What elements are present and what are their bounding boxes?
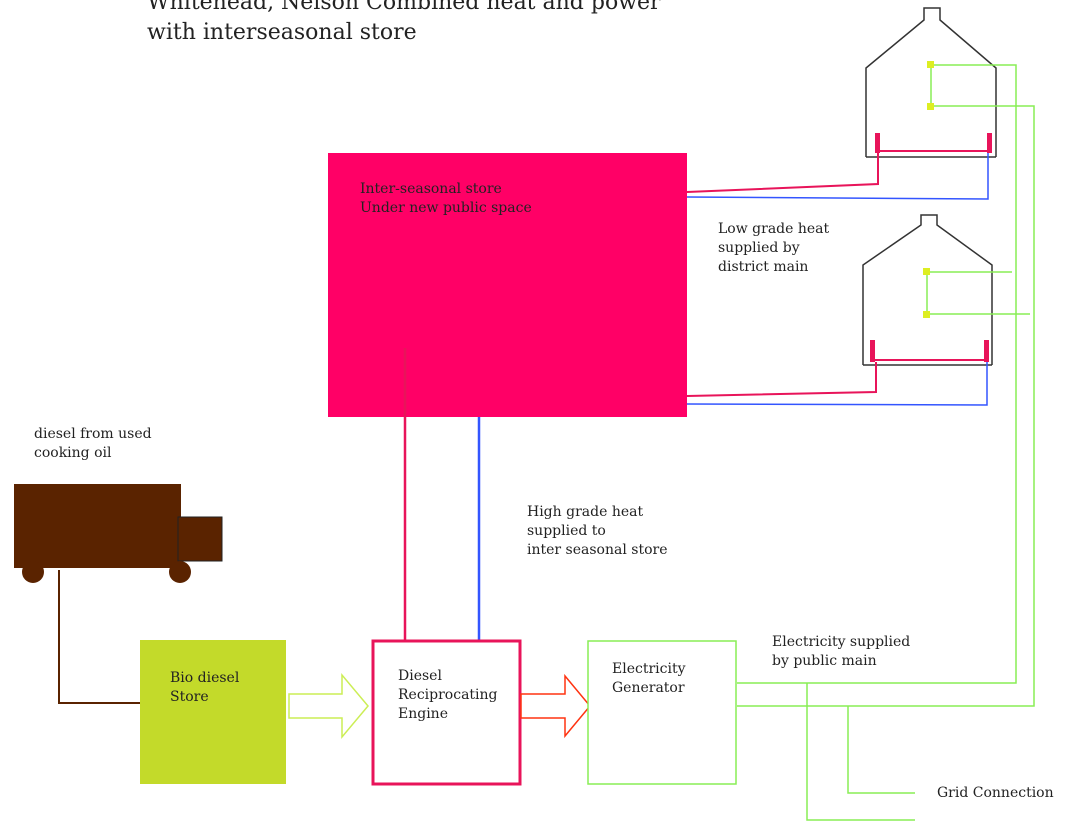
- district-return-pipe: [686, 153, 989, 406]
- generator-line-1: Electricity: [612, 661, 686, 677]
- switch-markers: [923, 61, 934, 318]
- engine-line-2: Reciprocating: [398, 687, 498, 703]
- interseasonal-store: [328, 153, 687, 417]
- electricity-generator: [587, 640, 737, 785]
- electricity-supply-label: Electricity supplied by public main: [772, 633, 910, 671]
- bio-store-line-2: Store: [170, 689, 209, 705]
- engine-line-3: Engine: [398, 706, 448, 722]
- low-grade-line-1: Low grade heat: [718, 221, 830, 237]
- store-label: Inter-seasonal store Under new public sp…: [360, 180, 532, 218]
- bio-store-line-1: Bio diesel: [170, 670, 240, 686]
- high-grade-line-2: supplied to: [527, 523, 606, 539]
- fuel-pipe: [58, 570, 140, 704]
- arrow-bio-to-engine: [288, 672, 369, 740]
- high-grade-line-1: High grade heat: [527, 504, 644, 520]
- house-upper: [865, 7, 997, 158]
- bio-diesel-store: [140, 640, 286, 784]
- title-line-2: with interseasonal store: [147, 20, 417, 45]
- engine-line-1: Diesel: [398, 668, 442, 684]
- title-line-1: Whitehead, Nelson Combined heat and powe…: [147, 0, 661, 15]
- low-grade-heat-label: Low grade heat supplied by district main: [718, 220, 829, 277]
- diesel-source-label: diesel from used cooking oil: [34, 425, 152, 463]
- elec-supply-line-2: by public main: [772, 653, 877, 669]
- diagram-title: Whitehead, Nelson Combined heat and powe…: [147, 0, 661, 48]
- high-grade-heat-label: High grade heat supplied to inter season…: [527, 503, 668, 560]
- diesel-source-line-2: cooking oil: [34, 445, 112, 461]
- high-grade-line-3: inter seasonal store: [527, 542, 668, 558]
- elec-supply-line-1: Electricity supplied: [772, 634, 911, 650]
- bio-diesel-store-label: Bio diesel Store: [170, 669, 239, 707]
- engine-label: Diesel Reciprocating Engine: [398, 667, 498, 724]
- house-lower: [862, 214, 993, 366]
- arrow-engine-to-generator: [520, 673, 591, 739]
- store-label-line-2: Under new public space: [360, 200, 532, 216]
- radiator-upper: [875, 133, 992, 153]
- diesel-source-line-1: diesel from used: [34, 426, 152, 442]
- diesel-engine: [371, 639, 522, 786]
- store-label-line-1: Inter-seasonal store: [360, 181, 502, 197]
- low-grade-line-3: district main: [718, 259, 809, 275]
- electricity-wiring: [737, 64, 1035, 821]
- generator-line-2: Generator: [612, 680, 685, 696]
- grid-connection-label: Grid Connection: [937, 785, 1054, 801]
- low-grade-line-2: supplied by: [718, 240, 800, 256]
- fuel-truck: [14, 484, 223, 583]
- radiator-lower: [870, 340, 989, 362]
- district-hot-pipe: [686, 153, 879, 397]
- generator-label: Electricity Generator: [612, 660, 685, 698]
